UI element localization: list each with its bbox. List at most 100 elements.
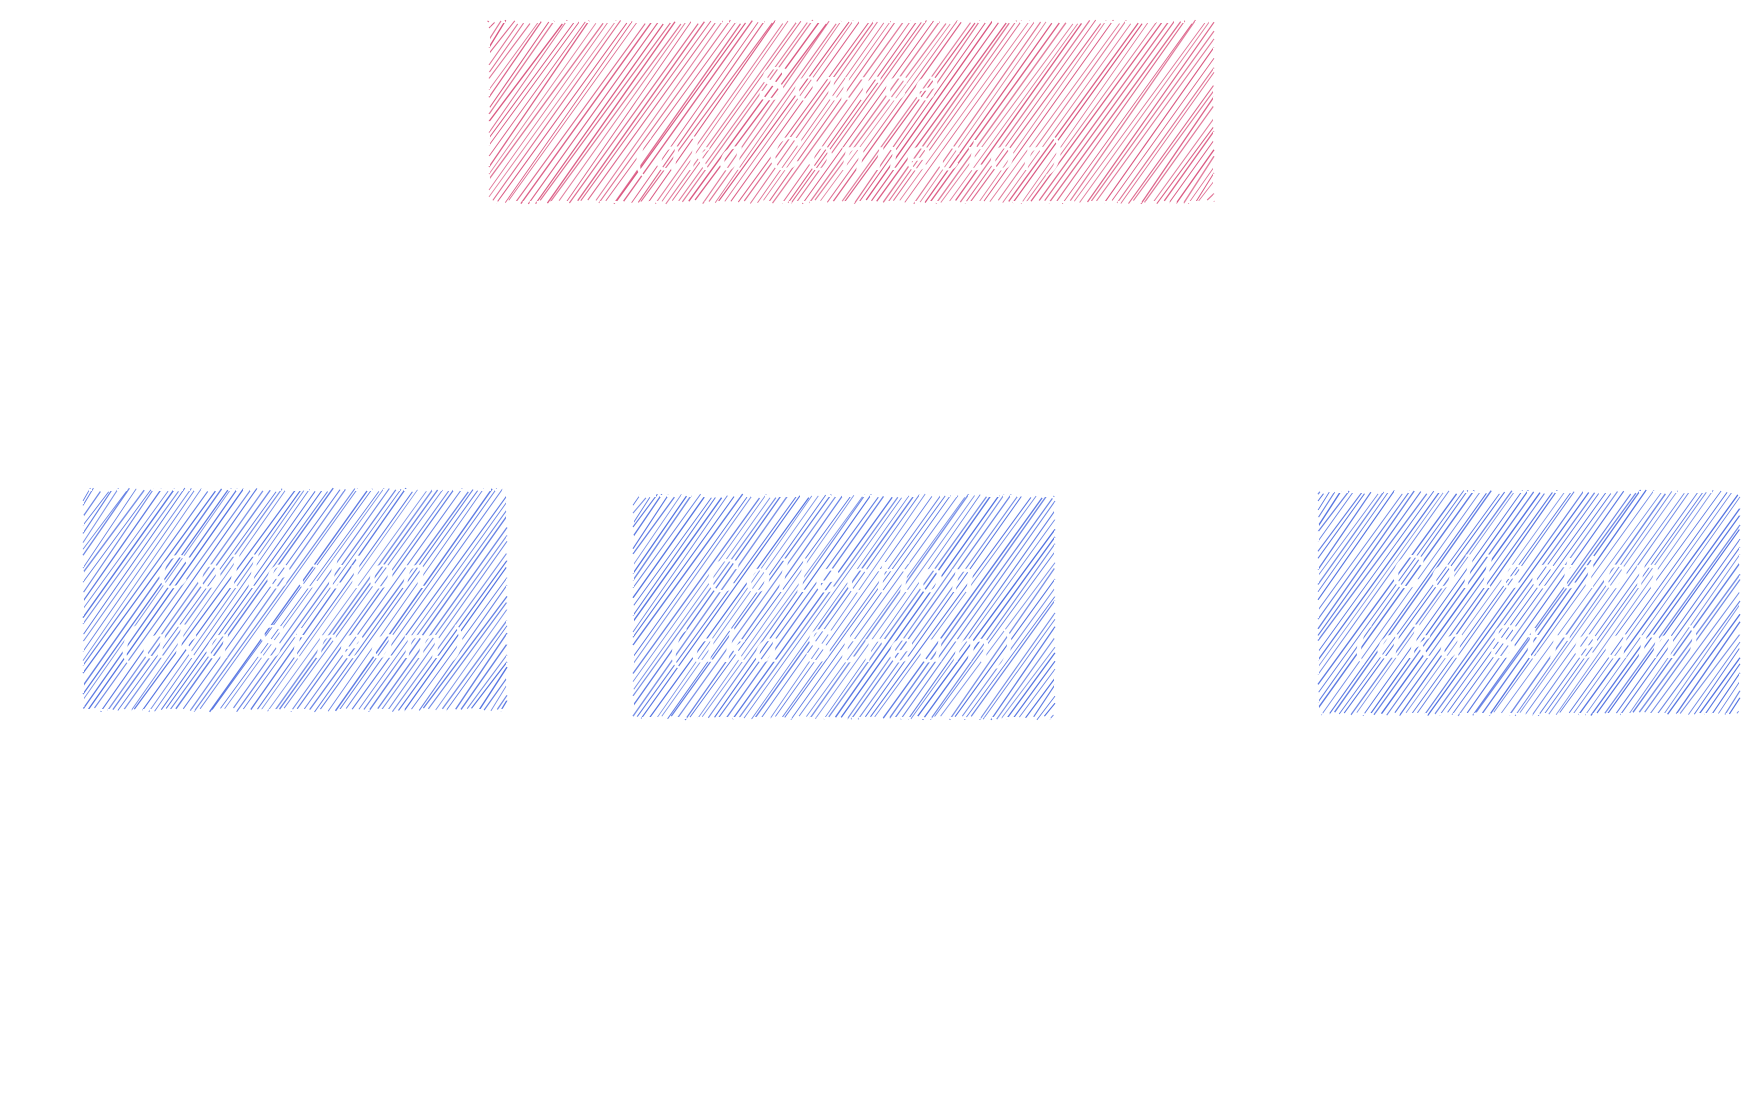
collection-node-2[interactable]: Collection (aka Stream) (632, 493, 1056, 721)
collection-node-1[interactable]: Collection (aka Stream) (82, 487, 508, 713)
hatch-stroke (1120, 72, 1215, 204)
hatch-stroke (455, 632, 508, 710)
hatch-stroke (841, 22, 971, 202)
collection-node-3[interactable]: Collection (aka Stream) (1317, 489, 1741, 717)
hatch-stroke (488, 23, 519, 66)
hatch-stroke (632, 495, 692, 581)
hatch-stroke (122, 488, 283, 711)
hatch-stroke (904, 21, 1035, 203)
hatch-stroke (1036, 695, 1056, 721)
hatch-stroke (1140, 96, 1215, 205)
hatch-stroke (1144, 105, 1215, 203)
hatch-stroke (236, 489, 397, 713)
hatch-stroke (490, 684, 508, 712)
hatch-stroke (671, 20, 802, 201)
hatch-stroke (1030, 22, 1163, 202)
hatch-stroke (488, 23, 531, 79)
hatch-stroke (1350, 490, 1513, 716)
hatch-stroke (565, 21, 692, 203)
hatch-stroke (887, 20, 1017, 203)
hatch-stroke (82, 489, 145, 574)
hatch-stroke (224, 487, 385, 709)
hatch-stroke (954, 578, 1056, 718)
hatch-stroke (815, 495, 975, 720)
hatch-stroke (82, 488, 232, 701)
hatch-stroke (422, 596, 508, 709)
hatch-stroke (1033, 684, 1056, 718)
hatch-stroke (1073, 22, 1206, 202)
source-node-outline (488, 21, 1215, 203)
hatch-stroke (834, 494, 992, 718)
hatch-stroke (275, 489, 434, 710)
hatch-stroke (749, 21, 878, 204)
hatch-stroke (133, 490, 296, 710)
hatch-stroke (637, 20, 765, 203)
hatch-stroke (882, 22, 1010, 203)
hatch-stroke (701, 496, 863, 717)
hatch-stroke (661, 20, 789, 202)
hatch-stroke (193, 488, 356, 712)
hatch-stroke (363, 509, 508, 710)
hatch-stroke (546, 21, 676, 204)
hatch-stroke (1038, 21, 1169, 201)
hatch-stroke (761, 494, 920, 719)
hatch-stroke (970, 599, 1056, 717)
hatch-stroke (605, 21, 737, 202)
hatch-stroke (539, 21, 672, 201)
hatch-stroke (949, 23, 1079, 202)
hatch-stroke (636, 496, 797, 718)
hatch-stroke (488, 21, 580, 146)
hatch-stroke (1317, 491, 1321, 495)
hatch-stroke (1373, 491, 1535, 716)
hatch-stroke (955, 23, 1083, 201)
hatch-stroke (220, 491, 380, 709)
hatch-stroke (631, 22, 759, 204)
hatch-stroke (1320, 492, 1481, 716)
hatch-stroke (853, 20, 981, 204)
hatch-stroke (160, 491, 316, 710)
hatch-stroke (466, 654, 508, 710)
hatch-stroke (661, 495, 819, 717)
hatch-stroke (865, 496, 1022, 718)
hatch-stroke (1183, 155, 1215, 204)
hatch-stroke (1578, 493, 1740, 716)
hatch-stroke (725, 496, 885, 719)
hatch-stroke (107, 490, 264, 711)
hatch-stroke (1614, 538, 1741, 716)
hatch-stroke (1584, 496, 1741, 716)
hatch-stroke (1447, 491, 1607, 713)
hatch-stroke (632, 496, 705, 599)
hatch-stroke (970, 23, 1102, 202)
hatch-stroke (577, 21, 705, 202)
source-node[interactable]: Source (aka Connector) (487, 19, 1215, 205)
hatch-stroke (1704, 663, 1741, 716)
hatch-stroke (1317, 493, 1403, 611)
hatch-stroke (483, 677, 508, 711)
hatch-stroke (694, 23, 827, 201)
hatch-stroke (550, 23, 682, 202)
hatch-stroke (1206, 193, 1215, 201)
hatch-stroke (1043, 702, 1056, 717)
hatch-stroke (1096, 38, 1215, 202)
hatch-stroke (865, 20, 993, 201)
hatch-stroke (334, 488, 493, 712)
hatch-stroke (170, 491, 329, 710)
hatch-stroke (632, 497, 723, 622)
hatch-stroke (632, 497, 761, 674)
hatch-stroke (261, 489, 418, 710)
hatch-stroke (910, 519, 1056, 720)
hatch-stroke (303, 488, 463, 710)
hatch-stroke (1012, 23, 1143, 204)
hatch-stroke (1163, 130, 1215, 202)
hatch-stroke (1334, 490, 1492, 713)
hatch-stroke (632, 494, 682, 566)
hatch-stroke (632, 495, 688, 574)
hatch-stroke (1317, 491, 1422, 636)
hatch-stroke (1475, 492, 1637, 713)
hatch-stroke (1128, 84, 1215, 204)
hatch-stroke (1679, 633, 1741, 714)
hatch-stroke (979, 612, 1056, 721)
hatch-stroke (684, 495, 843, 721)
hatch-stroke (632, 495, 753, 665)
hatch-stroke (165, 490, 323, 709)
